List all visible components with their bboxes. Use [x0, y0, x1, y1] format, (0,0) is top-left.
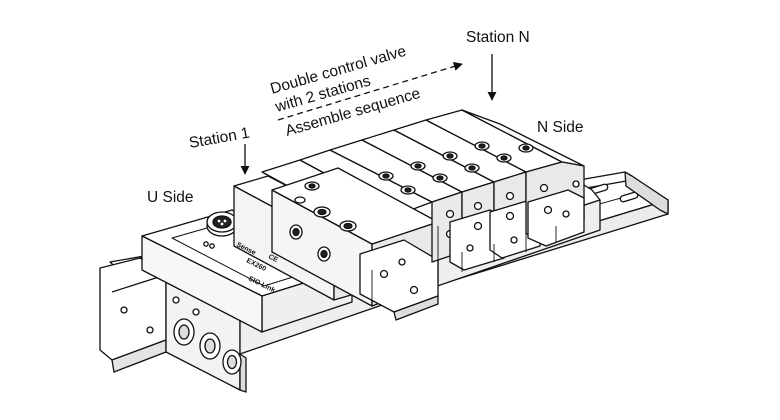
label-u-side: U Side [147, 189, 194, 206]
ce-mark-icon: CE [267, 254, 279, 265]
base-port-3 [222, 349, 242, 375]
base-port-1 [173, 318, 195, 346]
arrows [240, 54, 497, 175]
end-plate-u-side [99, 257, 167, 373]
assemble-sequence-arrow [277, 62, 463, 121]
valve-station-n [425, 109, 585, 247]
base-port-2 [199, 332, 221, 360]
valve-station-2 [261, 149, 439, 321]
station-dividers [371, 226, 557, 306]
label-station-1: Station 1 [188, 125, 251, 152]
m12-connector-icon [203, 211, 238, 249]
label-n-side: N Side [537, 119, 584, 136]
label-station-n: Station N [466, 29, 530, 46]
